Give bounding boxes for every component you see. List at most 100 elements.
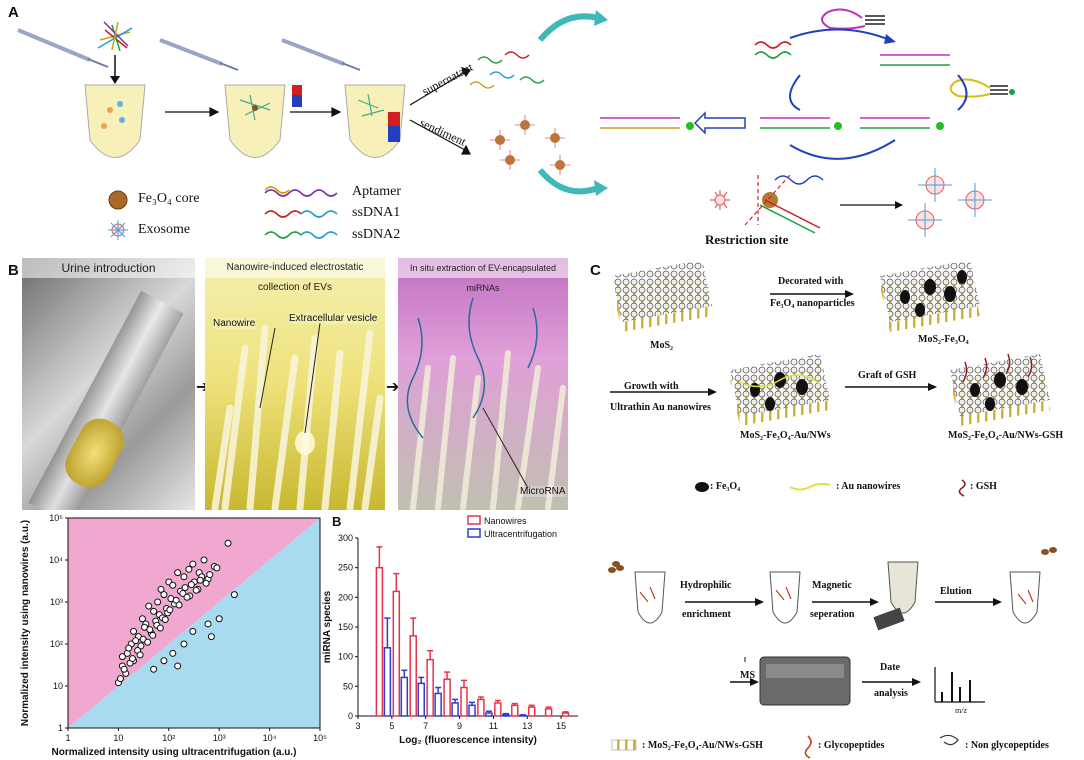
pipette-icon bbox=[281, 38, 361, 71]
legend-swatch bbox=[467, 528, 481, 538]
bar bbox=[485, 712, 493, 717]
teal-arrow bbox=[537, 168, 608, 196]
scatter-point bbox=[202, 579, 210, 587]
bar bbox=[443, 678, 451, 717]
microrna-tag: MicroRNA bbox=[520, 486, 566, 497]
bar bbox=[451, 702, 459, 717]
x-tick-label: 9 bbox=[457, 721, 462, 731]
scatter-point bbox=[174, 569, 182, 577]
arrow-icon: ➔ bbox=[386, 377, 400, 396]
y-tick-label: 100 bbox=[338, 652, 353, 662]
x-tick-label: 15 bbox=[556, 721, 566, 731]
y-axis-label: Normalized intensity using nanowires (a.… bbox=[20, 520, 31, 726]
hollow-arrow bbox=[693, 111, 746, 135]
x-tick-label: 10² bbox=[162, 733, 175, 743]
mos2-sheet bbox=[612, 262, 712, 332]
scatter-point bbox=[160, 591, 168, 599]
label-decorated: Decorated with bbox=[778, 276, 844, 287]
nanowire-tag: Nanowire bbox=[213, 318, 256, 329]
label-hydrophilic: Hydrophilic bbox=[680, 580, 732, 591]
label-growth: Growth with bbox=[624, 381, 679, 392]
bar bbox=[511, 704, 519, 717]
legend-aptamer-label: Aptamer bbox=[352, 184, 401, 199]
y-tick-label: 50 bbox=[343, 681, 353, 691]
scatter-point bbox=[192, 586, 200, 594]
label-decorated-2: Fe₃O₄ nanoparticles bbox=[770, 298, 855, 309]
legend-ssdna1-label: ssDNA1 bbox=[352, 205, 401, 220]
scatter-point bbox=[145, 602, 153, 610]
scatter-point bbox=[166, 606, 174, 614]
scatter-point bbox=[120, 665, 128, 673]
scatter-point bbox=[180, 640, 188, 648]
aptamer-cluster bbox=[97, 21, 133, 52]
composite-legend-icon bbox=[611, 739, 637, 751]
hairpin-probe bbox=[821, 8, 885, 30]
scatter-point bbox=[230, 591, 238, 599]
duplex-strands bbox=[600, 41, 950, 129]
glycopeptide-legend-icon bbox=[804, 735, 812, 759]
gsh-legend-icon bbox=[958, 479, 966, 497]
scatter-point bbox=[125, 644, 133, 652]
scatter-point bbox=[116, 675, 124, 683]
y-tick-label: 10 bbox=[53, 681, 63, 691]
exosome-icon bbox=[108, 220, 128, 240]
x-tick-label: 1 bbox=[65, 733, 70, 743]
tube-icon bbox=[769, 571, 801, 624]
panel-a-diagram bbox=[17, 8, 1015, 240]
y-tick-label: 200 bbox=[338, 592, 353, 602]
hairpin-yellow bbox=[949, 78, 1015, 98]
y-tick-label: 10³ bbox=[50, 597, 63, 607]
panel-b-letter: B bbox=[8, 262, 19, 279]
tube-2 bbox=[224, 84, 286, 158]
scatter-point bbox=[207, 633, 215, 641]
bar bbox=[527, 706, 536, 717]
scatter-point bbox=[189, 627, 197, 635]
label-analysis: analysis bbox=[874, 688, 908, 699]
photo-urine-introduction: Urine introduction bbox=[22, 258, 195, 510]
lower-region bbox=[68, 518, 320, 728]
legend-exosome-label: Exosome bbox=[138, 222, 191, 237]
photo-nanowire-collection: Nanowire-induced electrostatic collectio… bbox=[205, 258, 385, 510]
tube-1 bbox=[84, 84, 146, 158]
scatter-point bbox=[185, 565, 193, 573]
bar bbox=[417, 682, 425, 717]
restriction-site-label: Restriction site bbox=[705, 232, 789, 247]
bar bbox=[434, 692, 442, 717]
legend-label: Ultracentrifugation bbox=[484, 529, 557, 539]
y-tick-label: 0 bbox=[348, 711, 353, 721]
photo-title: Urine introduction bbox=[22, 258, 195, 278]
scatter-point bbox=[137, 642, 145, 650]
label-separation: seperation bbox=[810, 609, 855, 620]
x-tick-label: 5 bbox=[389, 721, 394, 731]
scatter-point bbox=[204, 620, 212, 628]
y-tick-label: 150 bbox=[338, 622, 353, 632]
tube-icon bbox=[634, 571, 666, 624]
photo-mirna-extraction: In situ extraction of EV-encapsulated mi… bbox=[398, 258, 568, 510]
scatter-point bbox=[160, 657, 168, 665]
x-tick-label: 11 bbox=[489, 721, 498, 731]
y-tick-label: 10⁴ bbox=[49, 555, 63, 565]
x-tick-label: 10³ bbox=[213, 733, 226, 743]
bar bbox=[544, 708, 553, 717]
photo-title: Nanowire-induced electrostatic collectio… bbox=[205, 258, 385, 293]
bar bbox=[468, 704, 476, 717]
scatter-point bbox=[149, 631, 157, 639]
ssdna1-legend-icon bbox=[264, 210, 338, 218]
scatter-point bbox=[196, 576, 204, 584]
bar-chart: NanowiresUltracentrifugation050100150200… bbox=[322, 514, 578, 746]
fe3o4-legend-icon bbox=[695, 482, 709, 492]
scatter-point bbox=[157, 585, 165, 593]
mass-spectrometer-icon bbox=[759, 656, 851, 706]
scatter-point bbox=[161, 616, 169, 624]
scatter-point bbox=[146, 626, 154, 634]
scatter-point bbox=[213, 564, 221, 572]
bar bbox=[409, 635, 417, 717]
panel-c-letter: C bbox=[590, 262, 601, 279]
y-axis-label: miRNA species bbox=[322, 590, 333, 663]
label-mos2-gsh: MoS₂-Fe₃O₄-Au/NWs-GSH bbox=[948, 430, 1064, 441]
label-magnetic: Magnetic bbox=[812, 580, 852, 591]
pipette-icon bbox=[159, 38, 239, 71]
pipette-icon bbox=[17, 28, 109, 68]
scatter-point bbox=[169, 649, 177, 657]
bottom-legend-2: : Glycopeptides bbox=[818, 740, 885, 751]
